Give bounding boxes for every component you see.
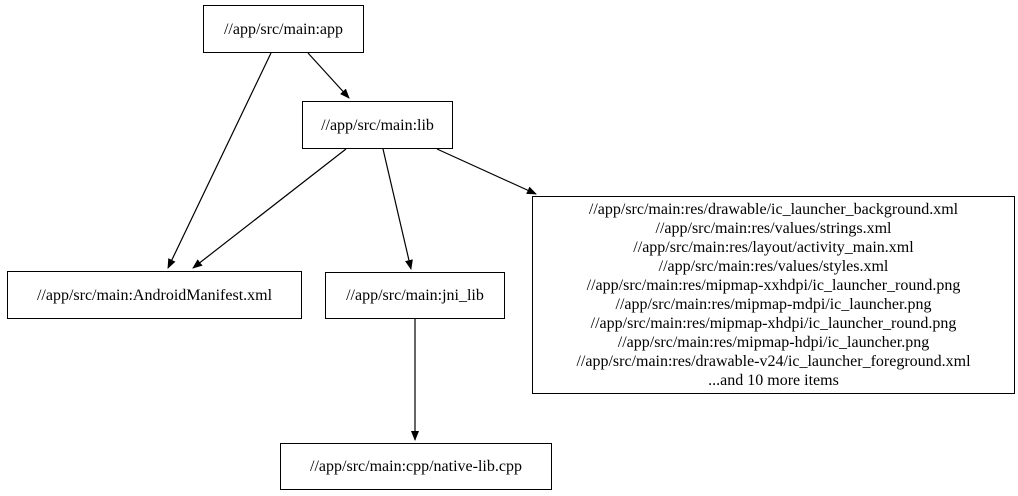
graph-node-native-lib: //app/src/main:cpp/native-lib.cpp [280,443,552,490]
graph-node-app-label: //app/src/main:app [223,20,344,38]
graph-node-jni-lib-label: //app/src/main:jni_lib [346,287,484,304]
res-group-line: //app/src/main:res/values/styles.xml [658,258,889,275]
graph-node-android-manifest: //app/src/main:AndroidManifest.xml [7,271,302,319]
graph-node-lib-label: //app/src/main:lib [321,116,434,134]
res-group-more-items: ...and 10 more items [708,372,839,389]
graph-node-android-manifest-label: //app/src/main:AndroidManifest.xml [36,286,273,304]
graph-node-app: //app/src/main:app [203,5,364,53]
edge-app-to-manifest [167,52,272,269]
graph-node-lib: //app/src/main:lib [302,101,453,149]
res-group-line: //app/src/main:res/mipmap-xhdpi/ic_launc… [590,315,957,332]
graph-node-native-lib-label: //app/src/main:cpp/native-lib.cpp [310,458,522,475]
res-group-line: //app/src/main:res/drawable/ic_launcher_… [588,201,959,218]
res-group-line: //app/src/main:res/values/strings.xml [655,220,892,237]
edge-lib-to-manifest [192,148,347,269]
res-group-line: //app/src/main:res/mipmap-hdpi/ic_launch… [617,334,930,351]
edge-lib-to-res-group [436,148,537,195]
graph-node-res-group: //app/src/main:res/drawable/ic_launcher_… [532,196,1015,394]
res-group-line: //app/src/main:res/layout/activity_main.… [633,239,914,256]
res-group-line: //app/src/main:res/drawable-v24/ic_launc… [576,353,971,370]
res-group-line: //app/src/main:res/mipmap-xxhdpi/ic_laun… [586,277,961,294]
edge-lib-to-jni-lib [382,148,413,270]
graph-node-jni-lib: //app/src/main:jni_lib [325,272,505,319]
edge-app-to-lib [307,52,350,99]
res-group-line: //app/src/main:res/mipmap-mdpi/ic_launch… [615,296,932,313]
